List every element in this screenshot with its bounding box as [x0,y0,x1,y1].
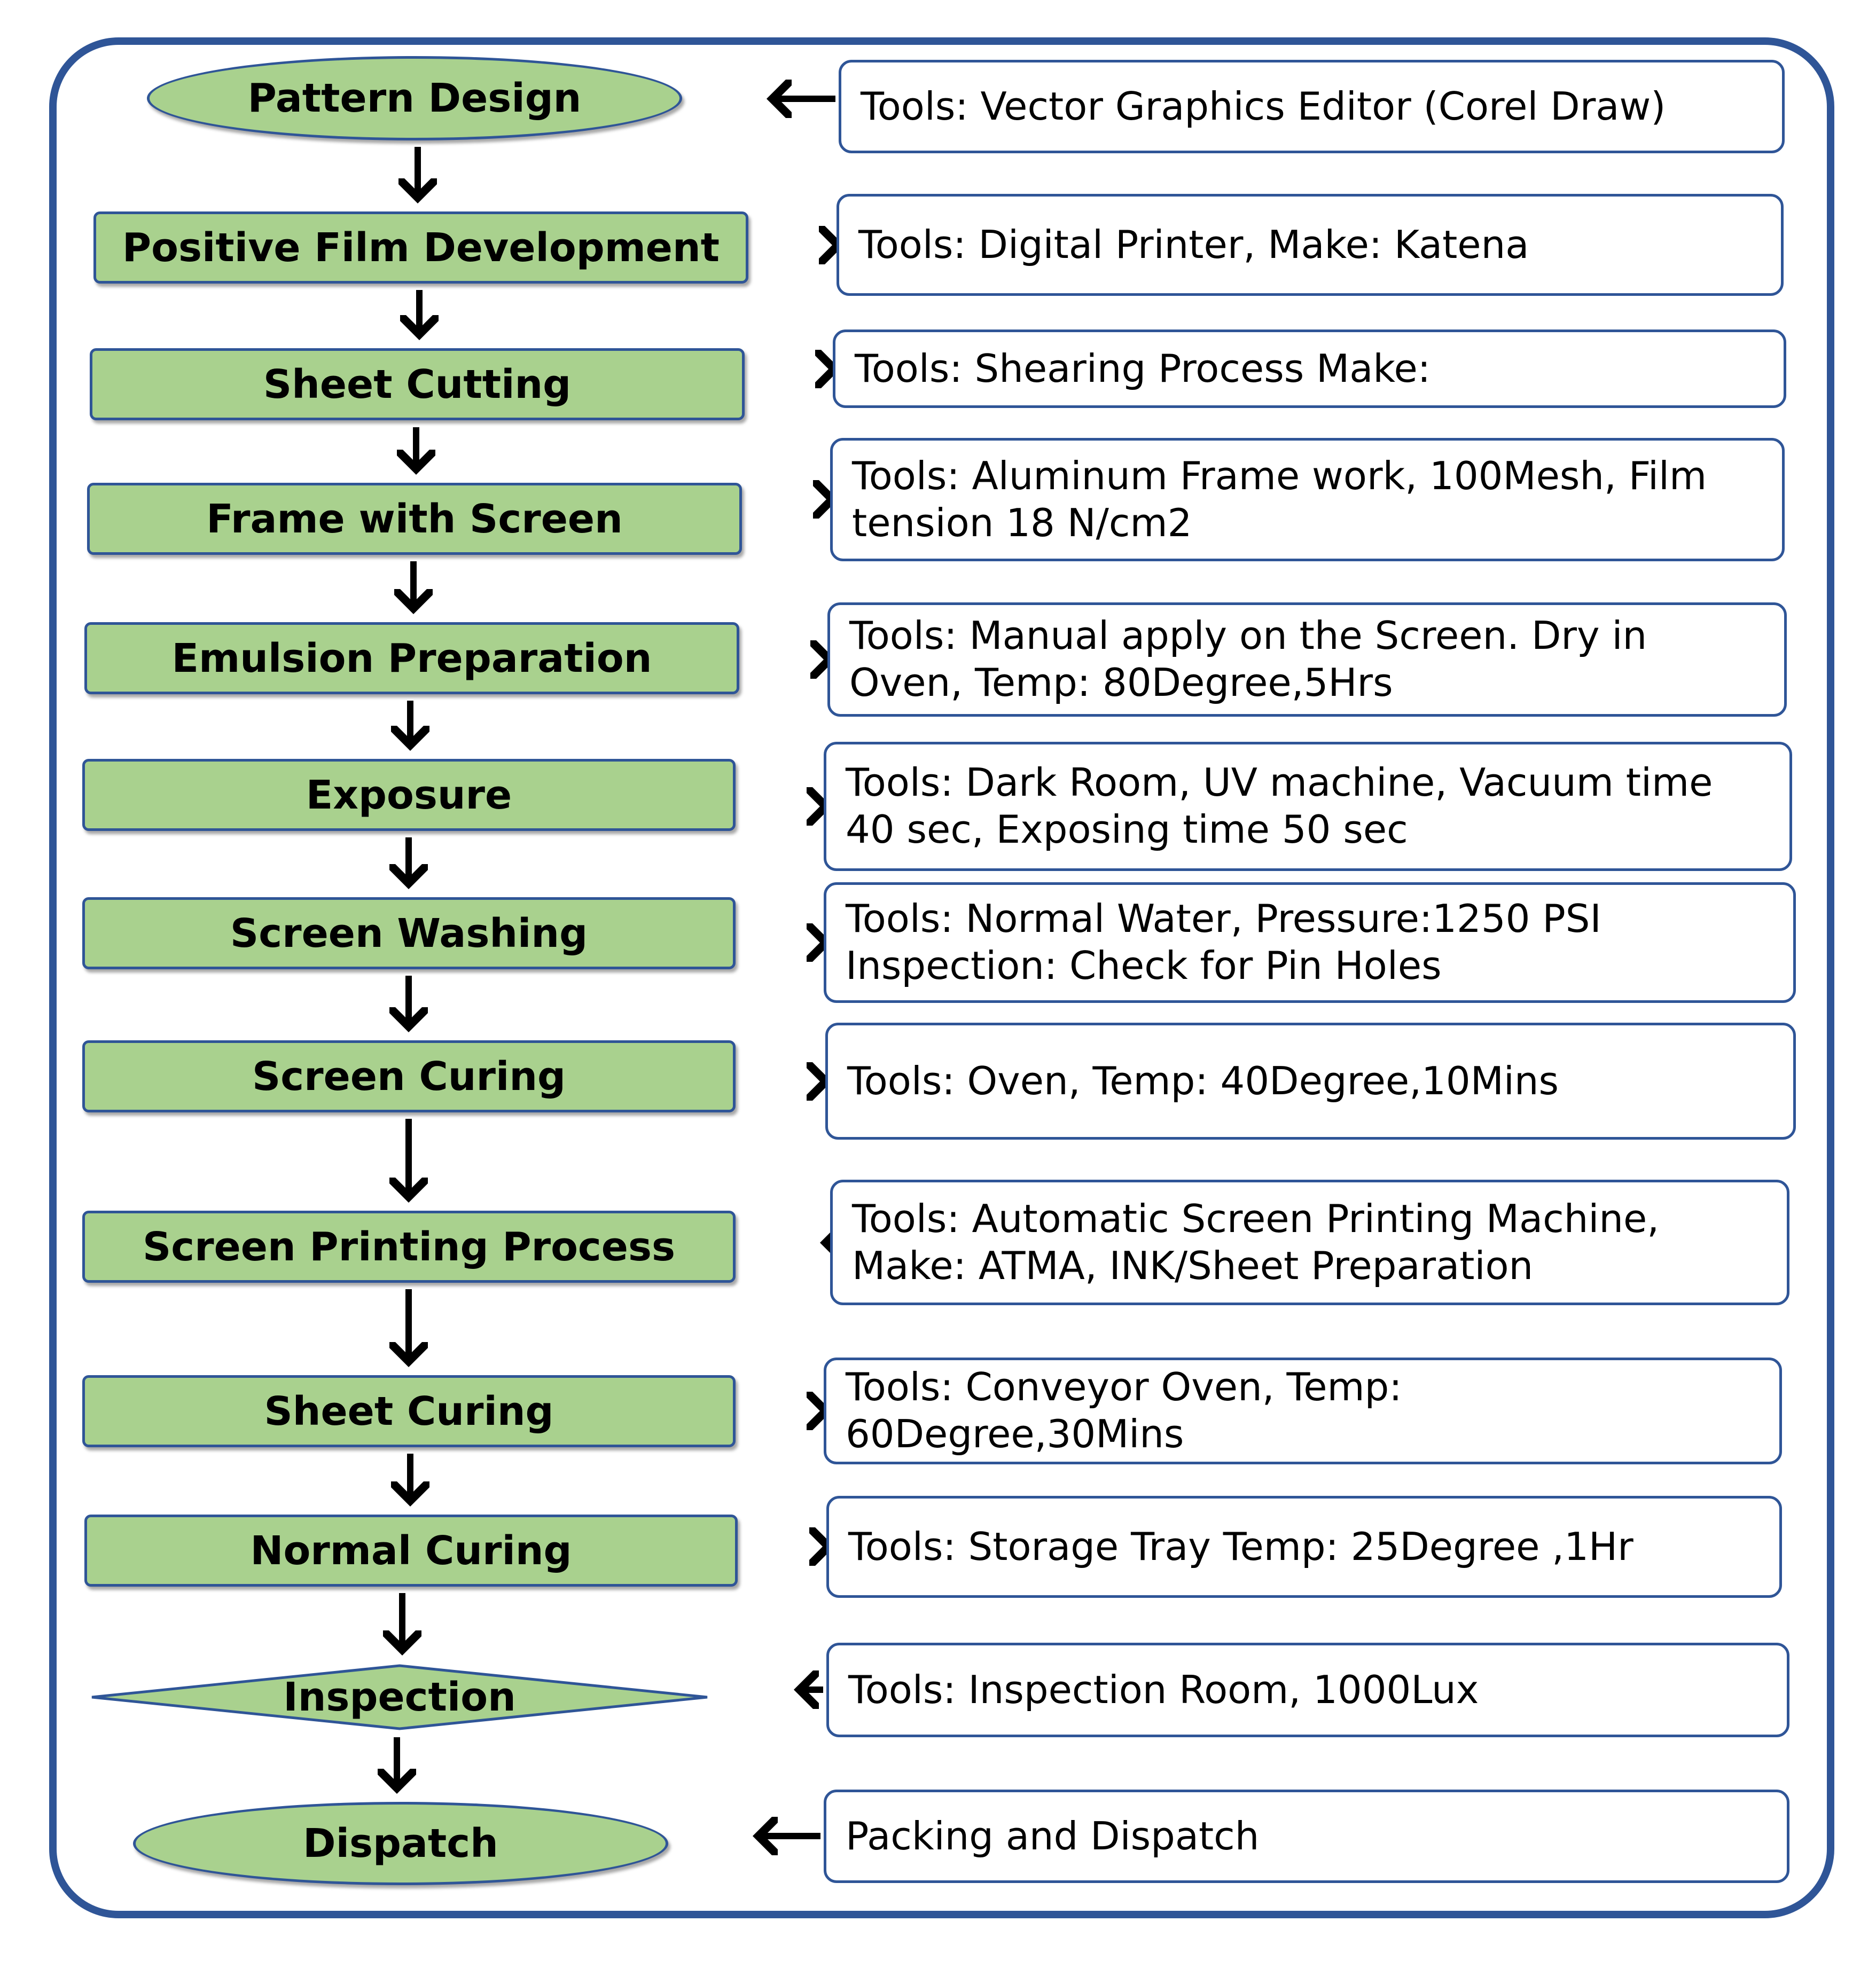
tool-box-12: Tools: Inspection Room, 1000Lux [826,1643,1789,1737]
step-emulsion-preparation: Emulsion Preparation [84,622,739,694]
step-label: Screen Washing [230,910,588,956]
step-label: Screen Curing [252,1053,566,1100]
step-screen-washing: Screen Washing [82,897,736,969]
tool-box-5: Tools: Manual apply on the Screen. Dry i… [827,602,1787,717]
tool-box-1: Tools: Vector Graphics Editor (Corel Dra… [839,60,1785,153]
step-dispatch: Dispatch [133,1802,668,1885]
step-screen-curing: Screen Curing [82,1040,736,1112]
step-label: Screen Printing Process [142,1223,676,1270]
tool-text: Packing and Dispatch [846,1813,1260,1858]
outer-frame [49,37,1834,1918]
tool-box-11: Tools: Storage Tray Temp: 25Degree ,1Hr [826,1496,1782,1598]
step-label: Sheet Cutting [263,361,572,407]
tool-text: Tools: Oven, Temp: 40Degree,10Mins [847,1058,1559,1103]
diamond-shape [91,1664,708,1730]
tool-box-7: Tools: Normal Water, Pressure:1250 PSI I… [824,882,1796,1003]
step-pattern-design: Pattern Design [147,56,682,140]
tool-text: Tools: Conveyor Oven, Temp: 60Degree,30M… [846,1364,1402,1456]
step-exposure: Exposure [82,759,736,831]
step-label: Exposure [306,772,512,818]
step-normal-curing: Normal Curing [84,1515,738,1587]
step-inspection: Inspection [90,1664,709,1731]
step-sheet-cutting: Sheet Cutting [90,348,745,420]
step-sheet-curing: Sheet Curing [82,1375,736,1447]
tool-text: Tools: Normal Water, Pressure:1250 PSI I… [846,896,1601,988]
step-label: Inspection [283,1674,516,1720]
tool-box-9: Tools: Automatic Screen Printing Machine… [830,1180,1789,1305]
tool-text: Tools: Manual apply on the Screen. Dry i… [849,613,1647,705]
tool-box-3: Tools: Shearing Process Make: [833,330,1786,408]
tool-text: Tools: Vector Graphics Editor (Corel Dra… [861,83,1666,129]
step-positive-film-development: Positive Film Development [93,211,748,284]
tool-box-13: Packing and Dispatch [824,1790,1789,1883]
tool-text: Tools: Digital Printer, Make: Katena [858,222,1529,267]
tool-box-8: Tools: Oven, Temp: 40Degree,10Mins [825,1023,1796,1140]
step-label: Dispatch [303,1821,498,1866]
step-frame-with-screen: Frame with Screen [87,483,742,555]
step-label: Positive Film Development [122,224,720,271]
step-label: Frame with Screen [206,496,623,542]
tool-text: Tools: Automatic Screen Printing Machine… [852,1196,1660,1288]
tool-box-6: Tools: Dark Room, UV machine, Vacuum tim… [824,742,1792,871]
tool-box-2: Tools: Digital Printer, Make: Katena [837,194,1784,296]
step-label: Normal Curing [250,1527,572,1574]
tool-text: Tools: Inspection Room, 1000Lux [848,1667,1479,1712]
tool-box-10: Tools: Conveyor Oven, Temp: 60Degree,30M… [824,1358,1782,1464]
step-label: Sheet Curing [264,1388,554,1434]
step-label: Emulsion Preparation [171,635,652,681]
tool-text: Tools: Shearing Process Make: [855,346,1431,391]
step-screen-printing-process: Screen Printing Process [82,1211,736,1283]
tool-box-4: Tools: Aluminum Frame work, 100Mesh, Fil… [830,438,1785,561]
tool-text: Tools: Dark Room, UV machine, Vacuum tim… [846,760,1713,852]
tool-text: Tools: Aluminum Frame work, 100Mesh, Fil… [852,453,1707,545]
tool-text: Tools: Storage Tray Temp: 25Degree ,1Hr [848,1524,1633,1569]
step-label: Pattern Design [247,75,582,121]
